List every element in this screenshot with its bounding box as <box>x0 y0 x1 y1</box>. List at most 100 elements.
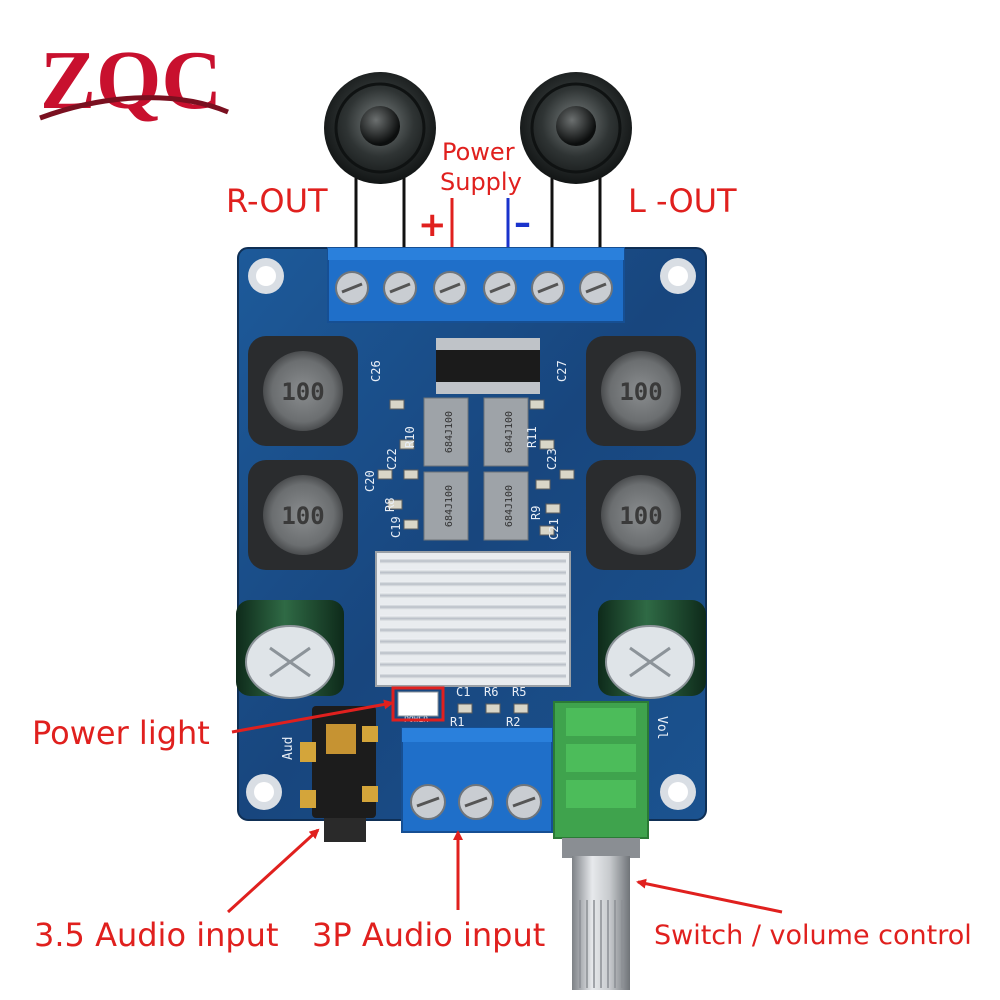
power-supply-label-line2: Supply <box>440 168 522 196</box>
capacitor-right-icon <box>598 600 706 699</box>
audio-35-arrow-icon <box>226 828 320 914</box>
silk-r2: R2 <box>506 715 520 729</box>
silk-c1: C1 <box>456 685 470 699</box>
power-resistors: 684J100 684J100 684J100 684J100 <box>423 397 529 541</box>
terminal-screw-icon <box>410 784 446 820</box>
output-terminal-block <box>327 247 625 323</box>
audio-jack-35mm <box>300 706 378 842</box>
silk-r10: R10 <box>403 426 417 448</box>
heatsink-fin <box>380 569 566 576</box>
heatsink-fin <box>380 558 566 564</box>
inductor-icon: 100 <box>586 460 696 570</box>
l-out-label: L -OUT <box>628 182 737 220</box>
power-light-label: Power light <box>32 714 210 752</box>
heatsink-fin <box>380 592 566 599</box>
inductor-icon: 100 <box>586 336 696 446</box>
smd-part-icon <box>513 703 529 714</box>
r-out-label: R-OUT <box>226 182 328 220</box>
heatsink-fin <box>380 661 566 668</box>
resistor-marking: 684J100 <box>444 485 455 527</box>
switch-volume-arrow-icon <box>636 878 783 914</box>
silk-c22: C22 <box>385 448 399 470</box>
heatsink <box>375 551 571 687</box>
inductor-icon: 100 <box>248 336 358 446</box>
silk-r9: R9 <box>529 506 543 520</box>
smd-part-icon <box>403 469 419 480</box>
silk-c20: C20 <box>363 470 377 492</box>
power-supply-label-line1: Power <box>442 138 515 166</box>
volume-potentiometer[interactable] <box>553 701 649 990</box>
minus-label: – <box>514 203 531 243</box>
resistor-marking: 684J100 <box>444 411 455 453</box>
power-resistor-icon: 684J100 <box>423 397 469 467</box>
audio-35-label: 3.5 Audio input <box>34 916 279 954</box>
silk-r6: R6 <box>484 685 498 699</box>
smd-part-icon <box>539 439 555 450</box>
mounting-holes <box>246 258 696 810</box>
inductor-icon: 100 <box>248 460 358 570</box>
resistor-marking: 684J100 <box>504 411 515 453</box>
smd-part-icon <box>399 439 415 450</box>
smd-part-icon <box>403 519 419 530</box>
switch-volume-label: Switch / volume control <box>654 920 972 951</box>
heatsink-fin <box>380 638 566 645</box>
inductor-marking: 100 <box>619 378 662 406</box>
silk-c19: C19 <box>389 516 403 538</box>
power-led <box>391 686 445 722</box>
heatsink-fin <box>380 604 566 610</box>
plus-label: + <box>418 205 447 245</box>
audio-terminal-3p <box>401 727 553 833</box>
silk-c26: C26 <box>369 360 383 382</box>
terminal-screw-icon <box>579 271 613 305</box>
power-resistor-icon: 684J100 <box>483 471 529 541</box>
heatsink-fin <box>380 615 566 622</box>
smd-part-icon <box>535 479 551 490</box>
audio-3p-label: 3P Audio input <box>312 916 545 954</box>
heatsink-fin <box>380 581 566 587</box>
inductor-marking: 100 <box>619 502 662 530</box>
terminal-screw-icon <box>335 271 369 305</box>
smd-part-icon <box>387 499 403 510</box>
heatsink-fin <box>380 650 566 656</box>
terminal-screw-icon <box>506 784 542 820</box>
silk-aud: Aud <box>281 737 296 760</box>
terminal-screw-icon <box>433 271 467 305</box>
inductor-marking: 100 <box>281 378 324 406</box>
silk-r1: R1 <box>450 715 464 729</box>
capacitor-left-icon <box>236 600 344 699</box>
heatsink-fin <box>380 627 566 633</box>
resistor-marking: 684J100 <box>504 485 515 527</box>
silk-vol: Vol <box>654 716 669 739</box>
silk-r5: R5 <box>512 685 526 699</box>
silk-c27: C27 <box>555 360 569 382</box>
inductors: 100 100 100 100 <box>248 336 696 570</box>
power-resistor-icon: 684J100 <box>483 397 529 467</box>
power-resistor-icon: 684J100 <box>423 471 469 541</box>
speaker-left-icon <box>520 72 632 184</box>
speaker-wires <box>354 178 602 252</box>
logo-text: ZQC <box>40 34 222 127</box>
logo-swoosh-icon <box>39 95 229 121</box>
smd-part-icon <box>539 525 555 536</box>
terminal-screw-icon <box>531 271 565 305</box>
power-light-arrow-icon <box>231 699 394 734</box>
smd-part-icon <box>485 703 501 714</box>
silk-r8: R8 <box>383 498 397 512</box>
silk-c23: C23 <box>545 448 559 470</box>
heatsink-fin <box>380 673 566 679</box>
smd-part-icon <box>377 469 393 480</box>
smd-part-icon <box>457 703 473 714</box>
smd-part-icon <box>389 399 405 410</box>
inductor-marking: 100 <box>281 502 324 530</box>
diode-chip <box>436 338 540 394</box>
smd-part-icon <box>545 503 561 514</box>
zqc-logo: ZQC <box>39 34 229 127</box>
terminal-screw-icon <box>483 271 517 305</box>
silk-c21: C21 <box>547 518 561 540</box>
smd-part-icon <box>559 469 575 480</box>
terminal-screw-icon <box>458 784 494 820</box>
silkscreen-labels: C26 C27 R10 R11 C20 C22 C23 R8 R9 C19 C2… <box>281 360 669 760</box>
terminal-screw-icon <box>383 271 417 305</box>
speaker-right-icon <box>324 72 436 184</box>
